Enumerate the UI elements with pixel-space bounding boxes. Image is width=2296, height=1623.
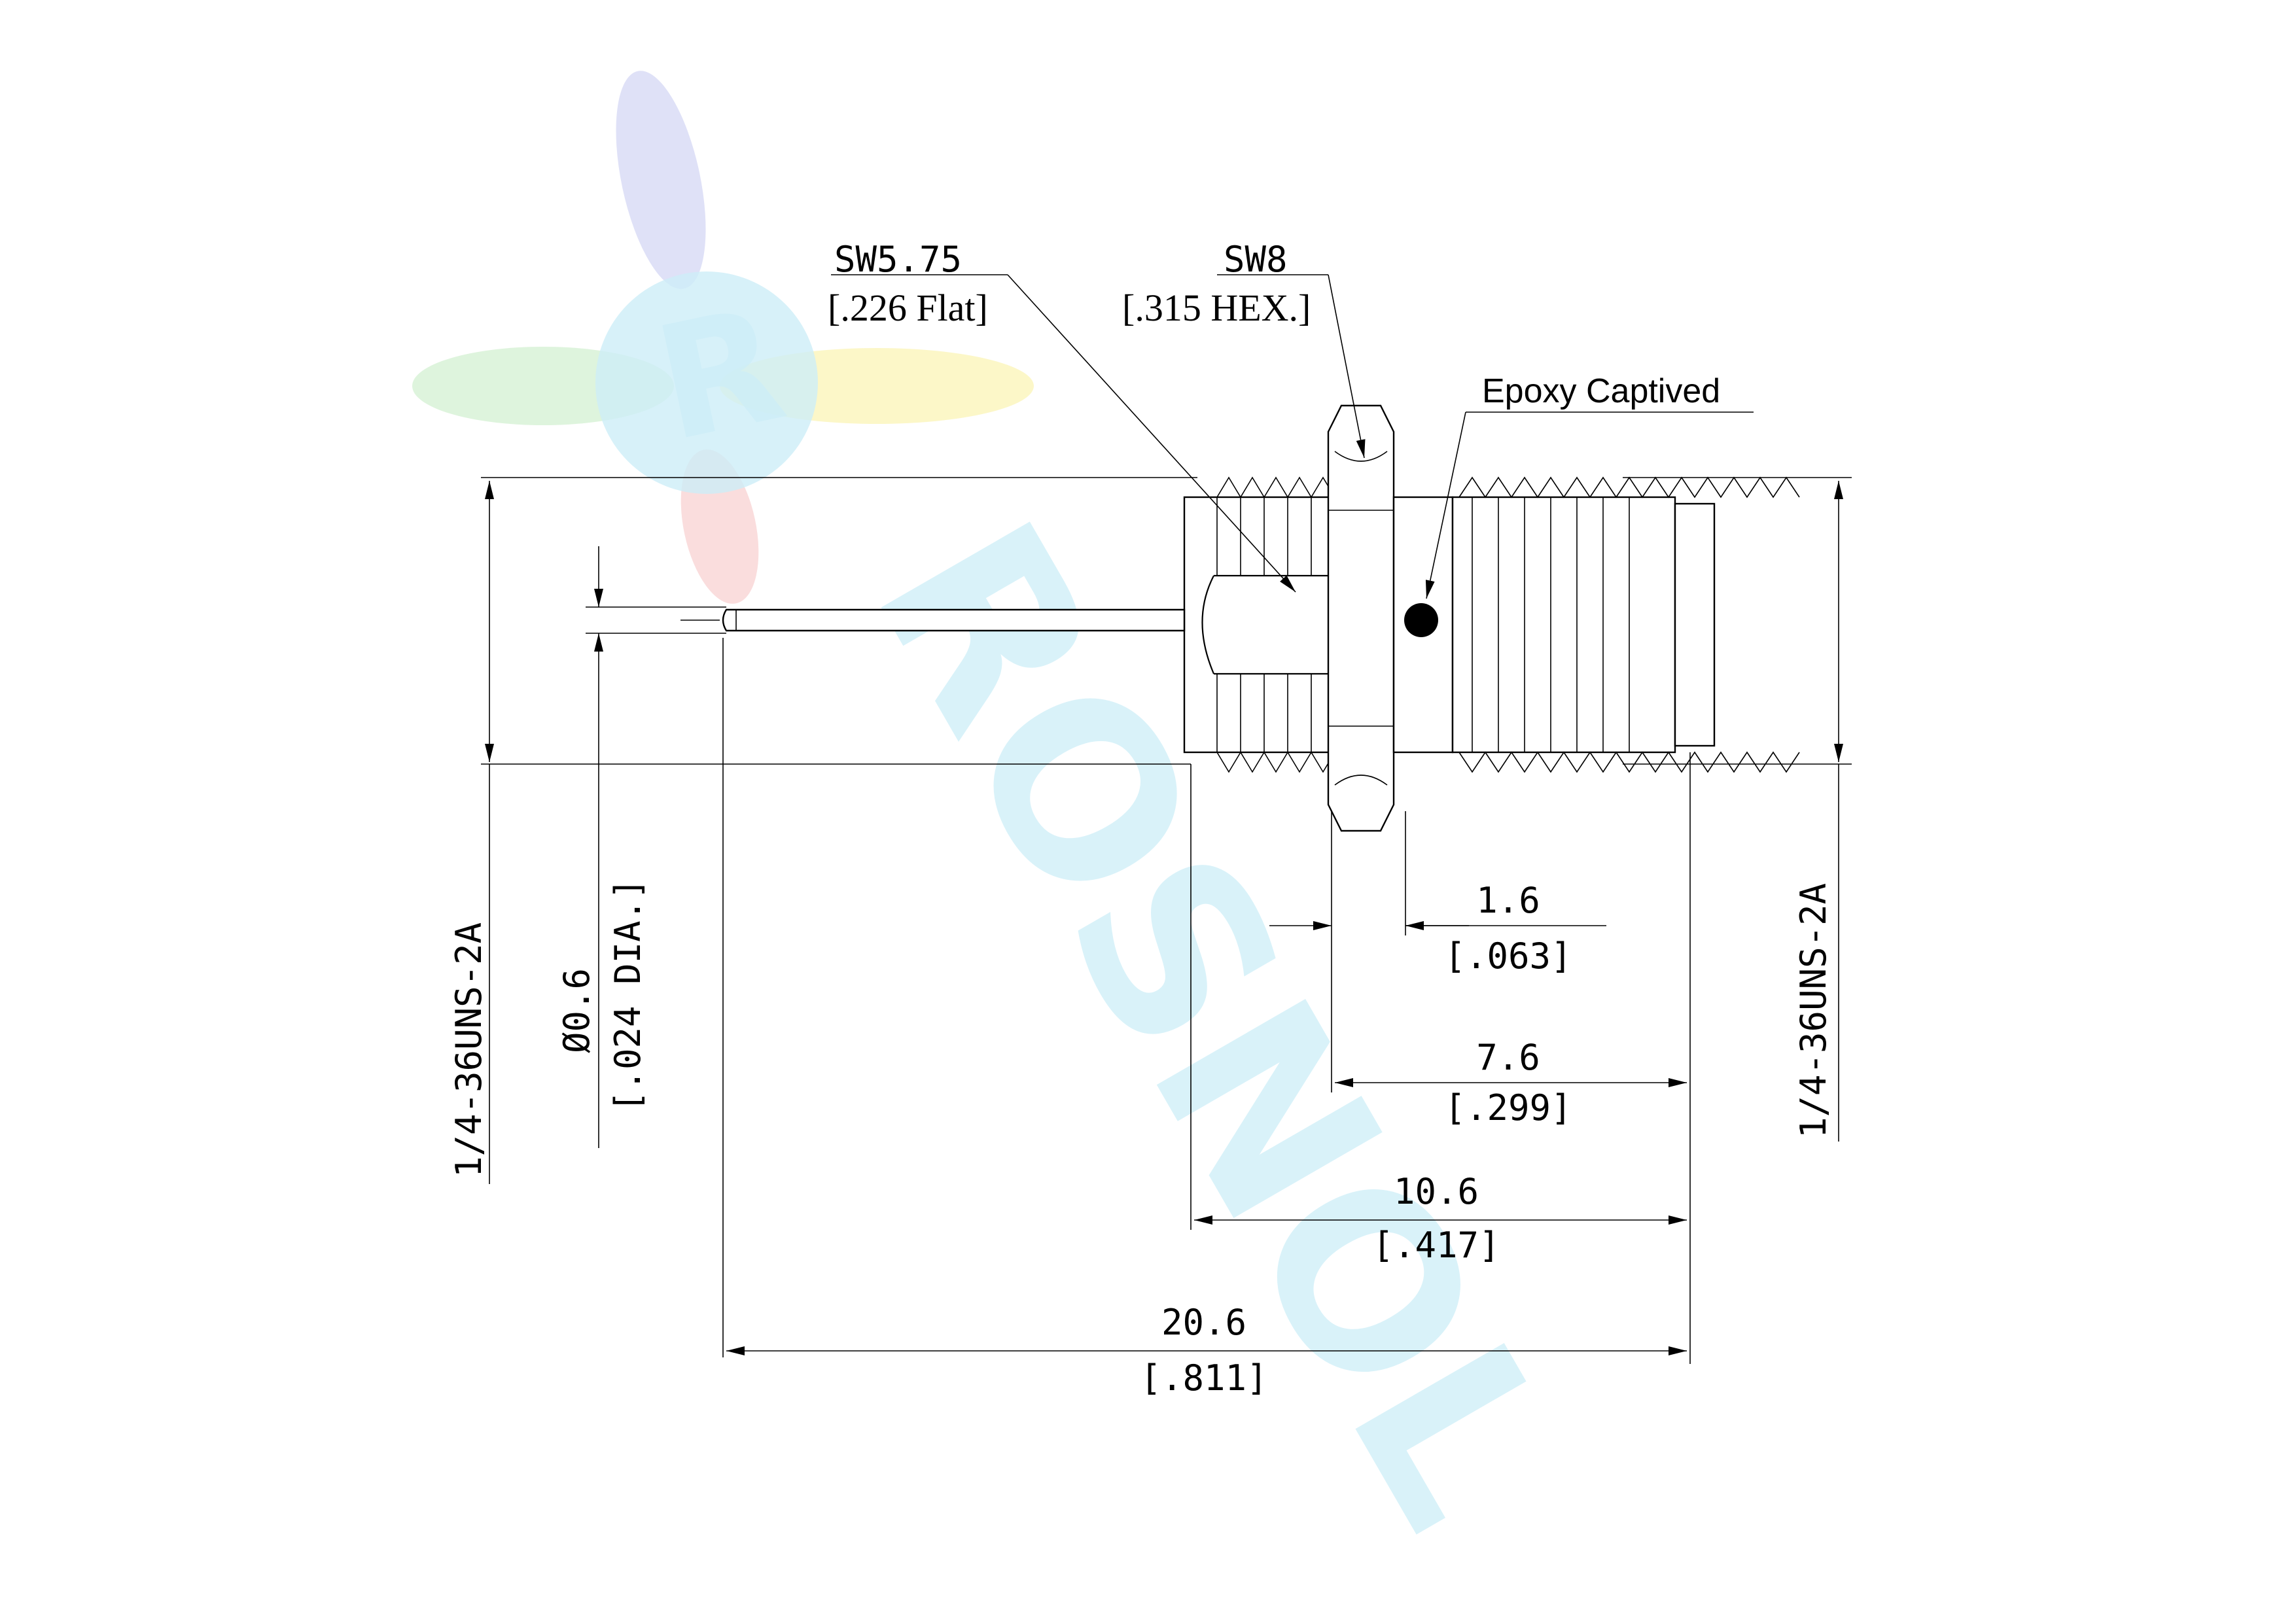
pin-dia-mm: Ø0.6 xyxy=(556,968,597,1053)
d3-inch: [.417] xyxy=(1372,1225,1500,1266)
thread-left-label: 1/4-36UNS-2A xyxy=(448,922,489,1178)
end-cap xyxy=(1674,502,1716,747)
sw575-line2: [.226 Flat] xyxy=(828,287,988,329)
right-thread xyxy=(1451,476,1800,773)
dim-20-6: 20.6 [.811] xyxy=(726,1302,1687,1399)
d3-mm: 10.6 xyxy=(1394,1171,1479,1212)
thread-right-label: 1/4-36UNS-2A xyxy=(1793,883,1834,1138)
pin-dia-inch: [.024 DIA.] xyxy=(607,878,648,1112)
callout-epoxy: Epoxy Captived xyxy=(1425,372,1754,599)
epoxy-dot xyxy=(1404,603,1438,637)
d1-mm: 1.6 xyxy=(1476,880,1540,921)
center-pin xyxy=(722,608,1186,632)
dim-10-6: 10.6 [.417] xyxy=(1194,1171,1687,1266)
dim-1-6: 1.6 [.063] xyxy=(1269,880,1606,977)
dim-7-6: 7.6 [.299] xyxy=(1335,1037,1687,1128)
epoxy-label: Epoxy Captived xyxy=(1482,372,1720,410)
dim-pin-diameter: Ø0.6 [.024 DIA.] xyxy=(556,546,726,1148)
callout-sw8: SW8 [.315 HEX.] xyxy=(1122,239,1366,459)
d4-mm: 20.6 xyxy=(1161,1302,1246,1343)
d1-inch: [.063] xyxy=(1444,935,1572,977)
callout-sw575: SW5.75 [.226 Flat] xyxy=(828,239,1296,593)
d2-mm: 7.6 xyxy=(1476,1037,1540,1078)
sw8-line1: SW8 xyxy=(1224,239,1288,280)
d2-inch: [.299] xyxy=(1444,1087,1572,1128)
watermark-logo: R xyxy=(412,71,1034,604)
dim-thread-right: 1/4-36UNS-2A xyxy=(1623,477,1852,1142)
hex-nut xyxy=(1327,404,1395,832)
sw8-line2: [.315 HEX.] xyxy=(1122,287,1311,329)
d4-inch: [.811] xyxy=(1140,1357,1267,1399)
left-thread xyxy=(1183,476,1383,773)
dim-thread-left: 1/4-36UNS-2A xyxy=(448,477,1197,1184)
sw575-line1: SW5.75 xyxy=(834,239,962,280)
